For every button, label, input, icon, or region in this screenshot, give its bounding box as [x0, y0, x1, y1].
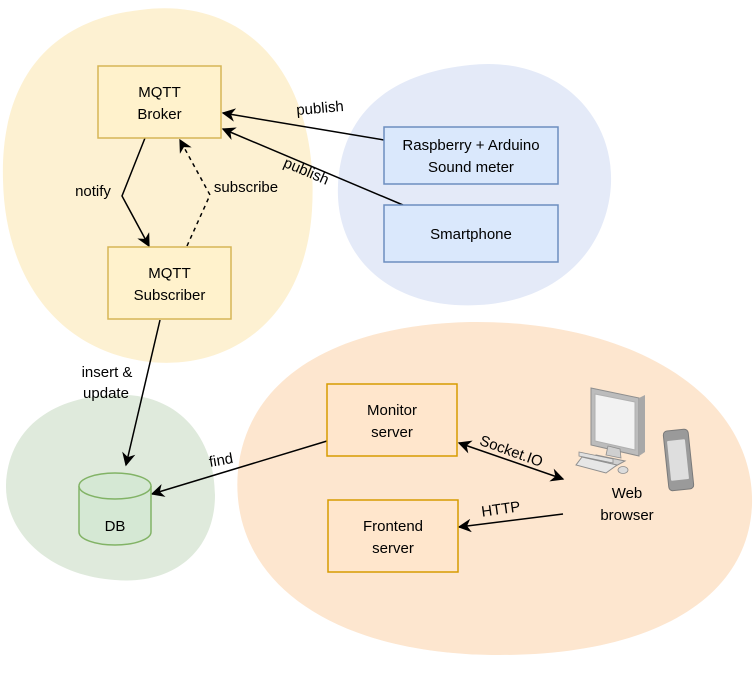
monitor-server-node[interactable]: Monitor server — [326, 383, 458, 457]
insert-label: insert & — [82, 364, 133, 381]
web-browser-label-1: Web — [612, 485, 643, 502]
publish-label-1: publish — [296, 98, 345, 119]
mqtt-region — [2, 8, 313, 363]
smartphone-node[interactable]: Smartphone — [383, 204, 559, 263]
publish-edge-smartphone — [221, 127, 404, 206]
raspberry-node[interactable]: Raspberry + Arduino Sound meter — [383, 126, 559, 185]
find-label: find — [208, 450, 235, 471]
mqtt-broker-label-1: MQTT — [138, 84, 181, 101]
http-label: HTTP — [480, 498, 521, 520]
mqtt-subscriber-label-2: Subscriber — [134, 287, 206, 304]
frontend-server-label-1: Frontend — [363, 518, 423, 535]
mobile-phone-icon — [662, 428, 695, 492]
db-label: DB — [105, 518, 126, 535]
monitor-server-label-1: Monitor — [367, 402, 417, 419]
notify-label: notify — [75, 183, 111, 200]
web-browser-node[interactable]: Web browser — [575, 387, 695, 524]
desktop-computer-icon — [575, 387, 645, 474]
insert-update-edge — [122, 319, 161, 467]
socketio-edge — [457, 440, 565, 482]
smartphone-label: Smartphone — [430, 226, 512, 243]
http-edge — [457, 513, 564, 533]
mqtt-broker-label-2: Broker — [137, 106, 181, 123]
frontend-server-node[interactable]: Frontend server — [327, 499, 459, 573]
publish-edge-raspberry — [221, 108, 385, 141]
mqtt-subscriber-node[interactable]: MQTT Subscriber — [107, 246, 232, 320]
raspberry-label-2: Sound meter — [428, 159, 514, 176]
update-label: update — [83, 385, 129, 402]
monitor-server-label-2: server — [371, 424, 413, 441]
notify-edge — [121, 137, 150, 248]
web-browser-label-2: browser — [600, 507, 653, 524]
frontend-server-label-2: server — [372, 540, 414, 557]
find-edge — [150, 440, 328, 497]
db-node[interactable]: DB — [78, 472, 152, 546]
raspberry-label-1: Raspberry + Arduino — [402, 137, 539, 154]
mqtt-subscriber-label-1: MQTT — [148, 265, 191, 282]
mqtt-broker-node[interactable]: MQTT Broker — [97, 65, 222, 139]
subscribe-edge — [179, 138, 211, 247]
subscribe-label: subscribe — [214, 179, 278, 196]
